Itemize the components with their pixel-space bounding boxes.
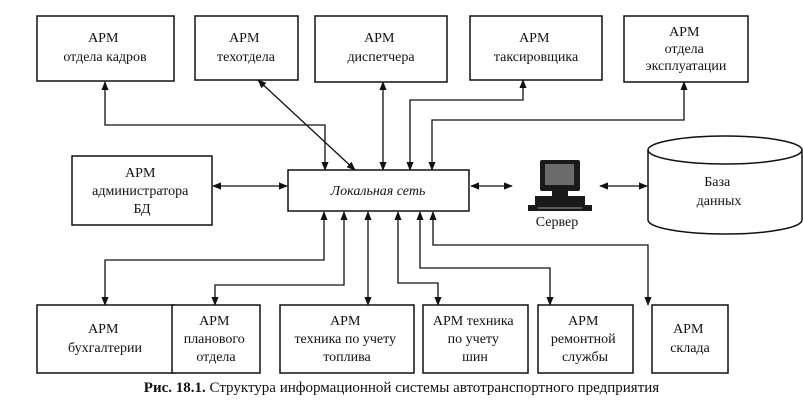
box-arm-operations — [623, 15, 749, 83]
label-arm-dbadmin: АРМ администратора БД — [92, 166, 192, 217]
label-arm-repair: АРМ ремонтной службы — [551, 314, 619, 365]
label-arm-personnel: АРМ отдела кадров — [63, 31, 147, 65]
box-arm-taxi — [469, 15, 603, 81]
box-arm-dispatcher — [314, 15, 448, 83]
label-local-network: Локальная сеть — [330, 184, 426, 199]
box-arm-technical — [194, 15, 299, 81]
box-arm-repair — [537, 304, 634, 374]
label-arm-tires: АРМ техника по учету шин — [433, 314, 517, 365]
caption-label: Рис. 18.1. — [143, 380, 206, 396]
box-arm-dbadmin — [71, 155, 213, 226]
box-arm-planning — [171, 304, 261, 374]
link-planning — [211, 211, 348, 306]
link-tires — [394, 211, 442, 306]
label-server: Сервер — [536, 215, 578, 230]
link-taxi — [406, 79, 527, 171]
boxes — [36, 15, 749, 374]
box-arm-accounting — [36, 304, 175, 374]
label-arm-operations: АРМ отдела эксплуатации — [646, 25, 727, 74]
link-warehouse — [429, 211, 652, 306]
diagram: АРМ отдела кадров АРМ техотдела АРМ дисп… — [36, 15, 803, 374]
label-arm-fuel: АРМ техника по учету топлива — [294, 314, 399, 365]
label-arm-planning: АРМ планового отдела — [184, 314, 249, 365]
database-cylinder — [647, 135, 803, 235]
box-arm-warehouse — [651, 304, 729, 374]
connectors — [101, 79, 688, 306]
box-local-network — [287, 169, 470, 212]
link-repair — [416, 211, 554, 306]
label-arm-warehouse: АРМ склада — [670, 322, 710, 356]
server-computer-icon — [528, 160, 592, 211]
box-arm-tires — [422, 304, 529, 374]
label-arm-technical: АРМ техотдела — [217, 31, 276, 65]
caption-text: Структура информационной системы автотра… — [209, 380, 660, 396]
label-arm-accounting: АРМ бухгалтерии — [68, 322, 142, 356]
box-arm-personnel — [36, 15, 175, 82]
box-arm-fuel — [279, 304, 415, 374]
link-technical — [257, 79, 356, 171]
figure-caption: Рис. 18.1. Структура информационной сист… — [0, 380, 803, 397]
label-arm-dispatcher: АРМ диспетчера — [347, 31, 415, 65]
label-arm-taxi: АРМ таксировщика — [494, 31, 579, 65]
link-operations — [428, 81, 688, 171]
labels: АРМ отдела кадров АРМ техотдела АРМ дисп… — [63, 25, 741, 365]
label-database: База данных — [697, 175, 742, 209]
